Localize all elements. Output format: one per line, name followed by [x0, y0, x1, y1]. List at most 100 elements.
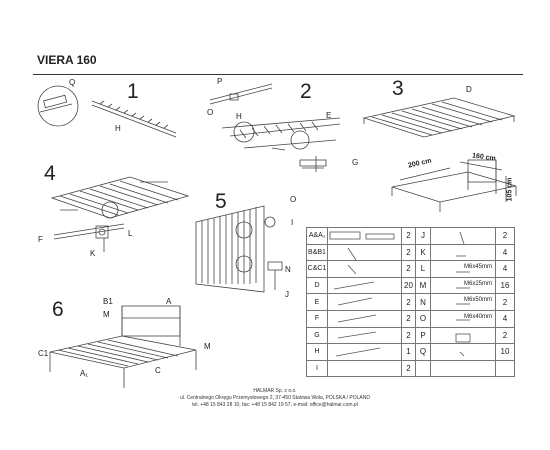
- step1-detail-circle: [37, 85, 79, 127]
- label-b1: B1: [103, 297, 113, 306]
- hardware-code: K: [415, 243, 431, 262]
- part-picture: [327, 309, 402, 328]
- step2-frame: [209, 83, 341, 151]
- part-code: C&C1: [306, 260, 328, 278]
- part-quantity: 2: [401, 326, 416, 345]
- label-c: C: [155, 366, 161, 375]
- hardware-quantity: [495, 359, 515, 378]
- step-number-2: 2: [300, 80, 312, 103]
- part-picture: [327, 243, 402, 262]
- hardware-picture: M6x25mm: [430, 276, 496, 295]
- part-picture: [327, 293, 402, 311]
- part-picture: [327, 359, 402, 378]
- hardware-quantity: 10: [495, 343, 515, 361]
- label-f: F: [38, 235, 43, 244]
- label-i: I: [291, 218, 294, 227]
- footer-company: HALMAR Sp. z o.o.: [253, 388, 297, 394]
- label-g: G: [352, 158, 359, 167]
- hardware-code: O: [415, 309, 431, 328]
- hardware-picture: [430, 359, 496, 378]
- label-p: P: [217, 77, 223, 86]
- part-code: H: [306, 343, 328, 361]
- step1-rail: [91, 100, 177, 138]
- hardware-code: N: [415, 293, 431, 311]
- hardware-quantity: 4: [495, 309, 515, 328]
- hardware-spec: M6x25mm: [463, 280, 492, 287]
- step-number-4: 4: [44, 162, 56, 185]
- title-rule: [33, 74, 523, 75]
- label-m-right: M: [204, 342, 211, 351]
- part-quantity: 2: [401, 260, 416, 278]
- hardware-picture: M6x40mm: [430, 309, 496, 328]
- part-quantity: 2: [401, 309, 416, 328]
- part-quantity: 2: [401, 243, 416, 262]
- part-picture: [327, 260, 402, 278]
- label-a1: A₁: [80, 369, 89, 378]
- step3-dimension-bed: [391, 159, 517, 212]
- footer-contact: tel. +48 15 843 28 10, fax: +48 15 842 1…: [192, 402, 358, 408]
- footer-address: ul. Centralnego Okręgu Przemysłowego 2, …: [179, 395, 370, 401]
- step-number-3: 3: [392, 77, 404, 100]
- step-number-5: 5: [215, 190, 227, 213]
- hardware-quantity: 16: [495, 276, 515, 295]
- hardware-code: [415, 359, 431, 378]
- step4-base: [50, 176, 190, 219]
- part-code: D: [306, 276, 328, 295]
- part-code: G: [306, 326, 328, 345]
- step2-hardware-detail: [299, 156, 327, 172]
- step5-headboard: [195, 205, 283, 293]
- part-code: I: [306, 359, 328, 378]
- dimension-height: 105 cm: [506, 177, 514, 202]
- part-picture: [327, 227, 402, 245]
- label-k: K: [90, 249, 96, 258]
- step6-bed: [49, 305, 197, 388]
- label-m-top: M: [103, 310, 110, 319]
- part-quantity: 20: [401, 276, 416, 295]
- label-h-step2: H: [236, 112, 242, 121]
- hardware-quantity: 4: [495, 260, 515, 278]
- part-quantity: 1: [401, 343, 416, 361]
- step-number-6: 6: [52, 298, 64, 321]
- step-number-1: 1: [127, 80, 139, 103]
- hardware-quantity: 4: [495, 243, 515, 262]
- label-e: E: [326, 111, 332, 120]
- hardware-code: P: [415, 326, 431, 345]
- document-title: VIERA 160: [37, 53, 97, 67]
- hardware-picture: [430, 326, 496, 345]
- hardware-picture: [430, 343, 496, 361]
- label-h: H: [115, 124, 121, 133]
- hardware-picture: [430, 243, 496, 262]
- label-j: J: [285, 290, 289, 299]
- step4-leg-detail: [53, 223, 125, 252]
- label-q: Q: [69, 78, 76, 87]
- part-code: A&A₁: [306, 227, 328, 245]
- hardware-picture: M6x45mm: [430, 260, 496, 278]
- hardware-code: L: [415, 260, 431, 278]
- part-picture: [327, 326, 402, 345]
- part-quantity: 2: [401, 359, 416, 378]
- hardware-code: J: [415, 227, 431, 245]
- label-d: D: [466, 85, 472, 94]
- label-o-step5: O: [290, 195, 297, 204]
- hardware-spec: M6x45mm: [463, 264, 492, 271]
- hardware-quantity: 2: [495, 293, 515, 311]
- part-code: E: [306, 293, 328, 311]
- hardware-spec: M6x40mm: [463, 313, 492, 320]
- part-picture: [327, 343, 402, 361]
- step3-base: [362, 97, 516, 138]
- part-quantity: 2: [401, 227, 416, 245]
- label-n: N: [285, 265, 291, 274]
- hardware-spec: M6x50mm: [463, 297, 492, 304]
- label-l: L: [128, 229, 133, 238]
- label-o: O: [207, 108, 214, 117]
- hardware-quantity: 2: [495, 326, 515, 345]
- hardware-quantity: 2: [495, 227, 515, 245]
